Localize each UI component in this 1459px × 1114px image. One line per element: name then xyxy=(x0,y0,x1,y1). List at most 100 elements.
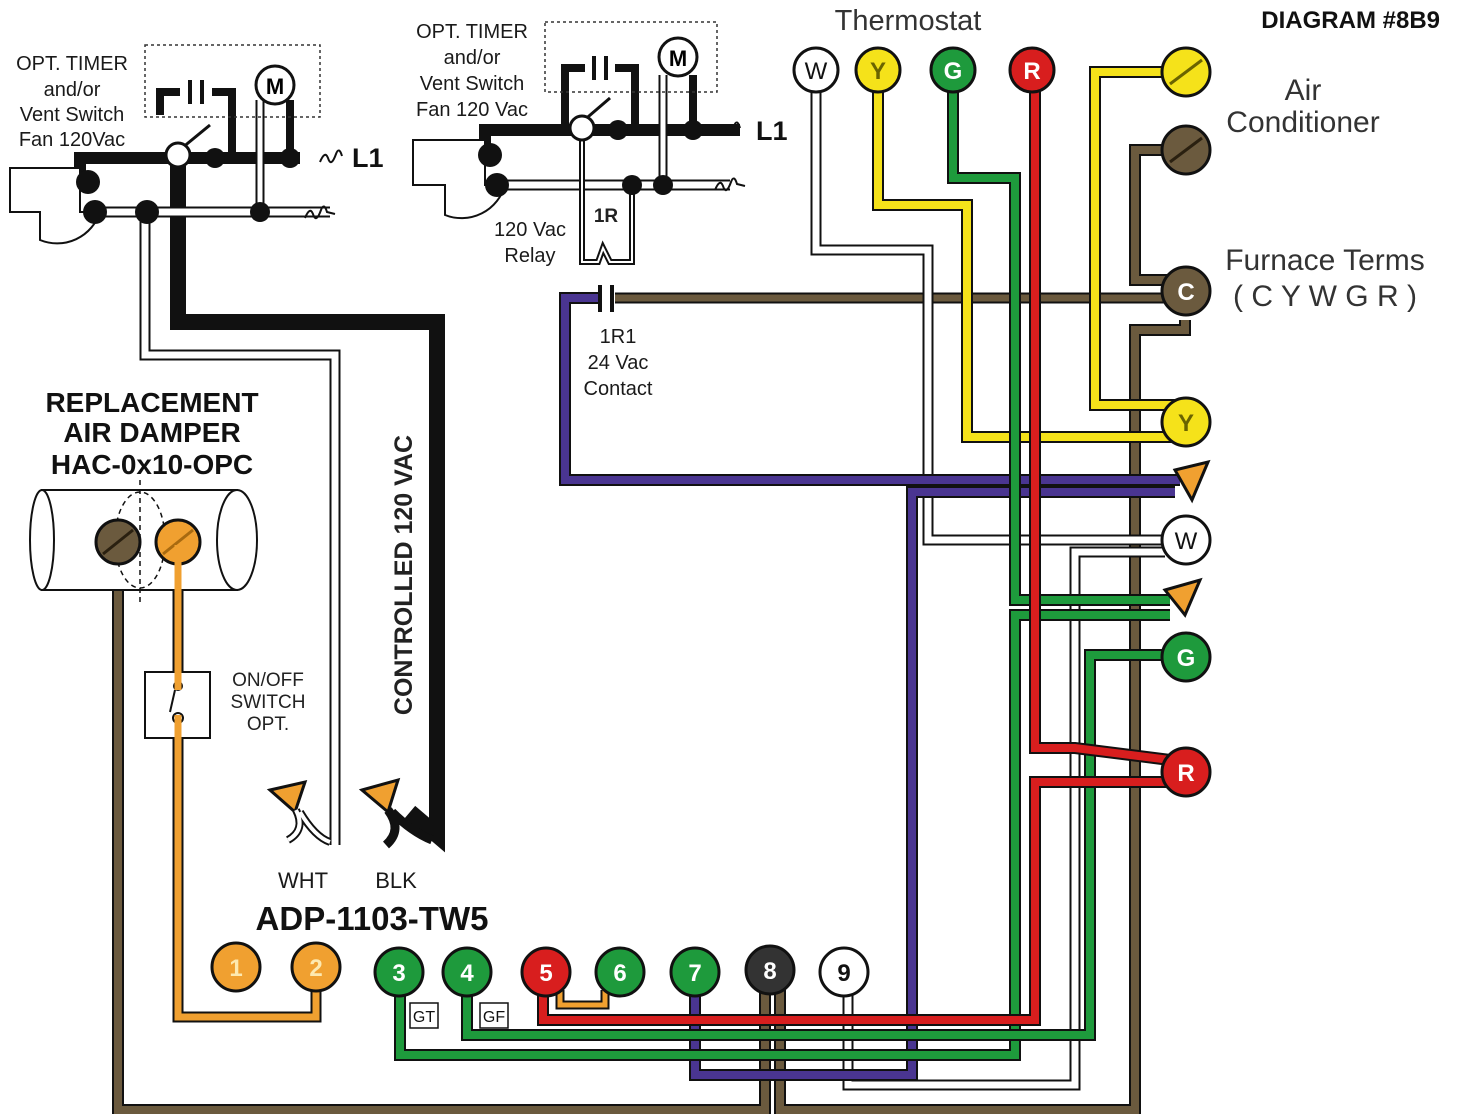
board-terminal-1-label: 1 xyxy=(229,955,242,982)
thermostat-r-label: R xyxy=(1023,58,1040,85)
thermostat-title: Thermostat xyxy=(835,5,982,37)
air-damper: REPLACEMENT AIR DAMPER HAC-0x10-OPC xyxy=(29,387,259,605)
ac-label-2: Conditioner xyxy=(1226,106,1379,139)
thermostat-y-terminal xyxy=(854,46,902,94)
blk-wire-nut-icon xyxy=(358,777,401,815)
right-timer: OPT. TIMER and/or Vent Switch Fan 120 Va… xyxy=(412,21,788,267)
board-terminal-4 xyxy=(441,946,493,998)
board-terminal-2 xyxy=(290,941,342,993)
wire-white-w-to-9 xyxy=(842,546,1165,1091)
plug-icon xyxy=(714,177,746,192)
board-terminal-8 xyxy=(744,944,796,996)
plug-icon xyxy=(304,205,336,220)
terminal-dot xyxy=(135,200,159,224)
furnace-c-label: C xyxy=(1177,279,1194,306)
right-timer-line-4: Fan 120 Vac xyxy=(416,99,528,121)
thermostat-g-terminal xyxy=(929,46,977,94)
furnace-g-terminal xyxy=(1160,631,1212,683)
damper-label-2: AIR DAMPER xyxy=(63,417,240,448)
board-terminal-3-label: 3 xyxy=(392,960,405,987)
wire-nut-icon xyxy=(1172,459,1211,504)
board-model: ADP-1103-TW5 xyxy=(256,900,489,937)
terminal-dot xyxy=(653,175,673,195)
damper-label-3: HAC-0x10-OPC xyxy=(51,449,253,480)
board-terminal-3 xyxy=(373,946,425,998)
gt-tag-label: GT xyxy=(413,1009,435,1026)
thermostat-w-terminal xyxy=(792,46,840,94)
right-timer-line-1: OPT. TIMER xyxy=(416,21,528,43)
right-timer-line-3: Vent Switch xyxy=(420,73,525,95)
furnace-label-2: ( C Y W G R ) xyxy=(1233,280,1417,313)
switch-label-2: SWITCH xyxy=(231,692,306,713)
thermostat-y-label: Y xyxy=(870,58,886,85)
furnace-r-terminal xyxy=(1160,746,1212,798)
adp-board: ADP-1103-TW5 1 2 3 4 5 6 7 8 9 GT GF xyxy=(210,900,870,1029)
furnace-y-label: Y xyxy=(1178,410,1194,437)
gt-tag xyxy=(409,1002,439,1029)
terminal-dot xyxy=(280,148,300,168)
left-timer-line-3: Vent Switch xyxy=(20,104,125,126)
thermostat-r-terminal xyxy=(1008,46,1056,94)
wht-label: WHT xyxy=(278,868,328,893)
board-terminal-9-label: 9 xyxy=(837,960,850,987)
switch-label-1: ON/OFF xyxy=(232,670,304,691)
furnace-label-1: Furnace Terms xyxy=(1225,244,1425,277)
board-terminal-8-label: 8 xyxy=(763,958,776,985)
wire-purple-contact xyxy=(559,292,1180,486)
thermostat-w-label: W xyxy=(805,58,828,85)
wire-nut-icon xyxy=(1162,577,1203,618)
relay-coil-label: 1R xyxy=(594,206,619,227)
terminal-dot xyxy=(478,143,502,167)
relay-label-1: 120 Vac xyxy=(494,219,566,241)
furnace-w-terminal xyxy=(1160,514,1212,566)
board-terminal-4-label: 4 xyxy=(460,960,474,987)
thermostat-g-label: G xyxy=(944,58,963,85)
wire-white-thermostat xyxy=(810,90,1165,546)
motor-label: M xyxy=(669,46,687,71)
switch-pivot xyxy=(164,141,192,169)
motor-icon xyxy=(657,36,699,78)
ac-terminals xyxy=(1160,46,1212,176)
gf-tag xyxy=(479,1002,509,1029)
board-terminal-2-label: 2 xyxy=(309,955,322,982)
terminal-dot xyxy=(250,202,270,222)
wire-black-controlled xyxy=(170,150,445,853)
contact-label-1: 1R1 xyxy=(600,326,637,348)
terminal-dot xyxy=(76,170,100,194)
furnace-y-terminal xyxy=(1160,396,1212,448)
terminal-dot xyxy=(205,148,225,168)
board-terminal-5-label: 5 xyxy=(539,960,552,987)
plug-icon xyxy=(717,121,741,136)
terminal-dot xyxy=(83,200,107,224)
plug-icon xyxy=(319,149,343,164)
left-timer-line-2: and/or xyxy=(44,79,101,101)
blk-label: BLK xyxy=(375,868,417,893)
motor-label: M xyxy=(266,74,284,99)
left-timer: OPT. TIMER and/or Vent Switch Fan 120Vac… xyxy=(9,44,384,245)
wire-nuts-wht-blk: WHT BLK xyxy=(266,777,434,893)
furnace-terminals: C Y W G R xyxy=(1160,265,1212,798)
furnace-c-terminal xyxy=(1160,265,1212,317)
damper-cylinder-icon xyxy=(29,480,258,605)
right-timer-line-2: and/or xyxy=(444,47,501,69)
motor-icon xyxy=(254,64,296,106)
wires xyxy=(74,64,1191,1114)
controlled-120vac-label: CONTROLLED 120 VAC xyxy=(390,435,418,715)
relay-label-2: Relay xyxy=(504,245,555,267)
right-l1-label: L1 xyxy=(756,116,788,146)
furnace-w-label: W xyxy=(1175,528,1198,555)
board-terminal-7 xyxy=(669,946,721,998)
left-timer-line-1: OPT. TIMER xyxy=(16,53,128,75)
left-l1-label: L1 xyxy=(352,143,384,173)
diagram-id: DIAGRAM #8B9 xyxy=(1261,7,1440,34)
terminal-dot xyxy=(683,120,703,140)
contact-label-2: 24 Vac xyxy=(588,352,649,374)
gf-tag-label: GF xyxy=(483,1009,505,1026)
on-off-switch: ON/OFF SWITCH OPT. xyxy=(144,545,306,740)
board-terminal-6 xyxy=(594,946,646,998)
wire-green-to-4 xyxy=(461,649,1170,1041)
wht-wire-nut-icon xyxy=(266,779,308,815)
board-terminal-7-label: 7 xyxy=(688,960,701,987)
board-terminal-1 xyxy=(210,941,262,993)
